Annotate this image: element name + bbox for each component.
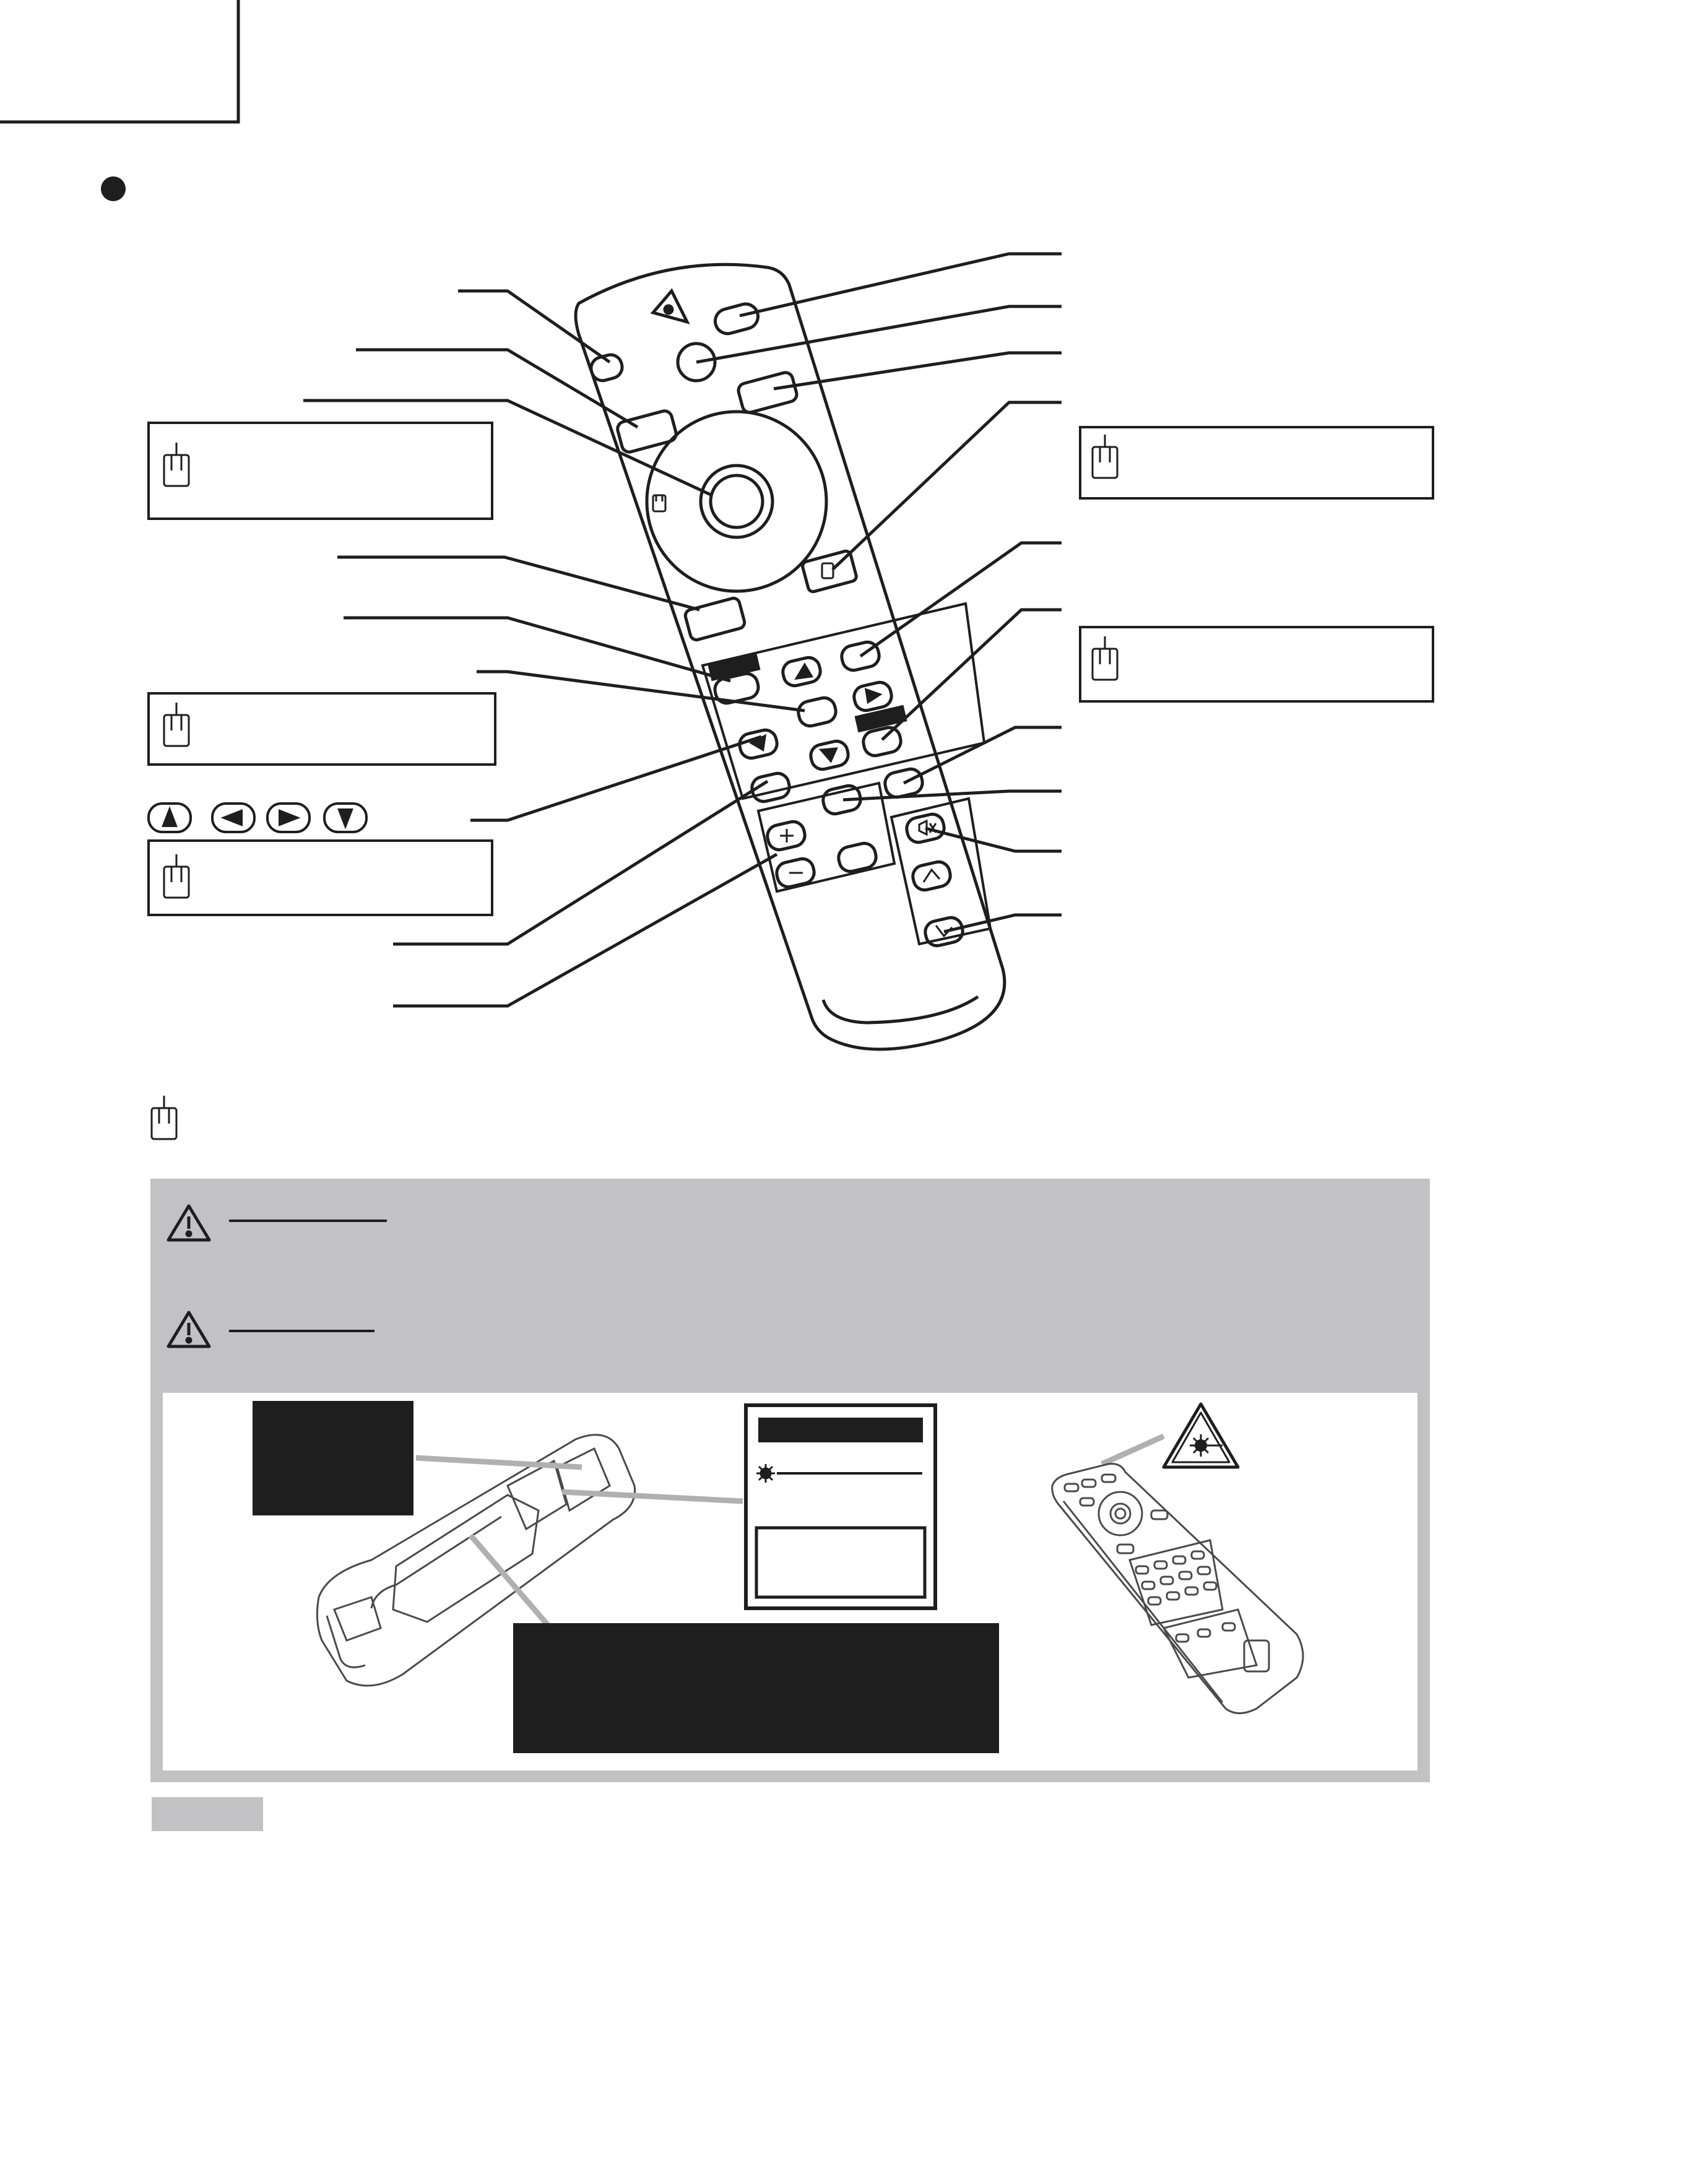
callout-standby	[458, 289, 611, 364]
laser-label-header	[758, 1418, 923, 1442]
right-button[interactable]	[852, 680, 893, 713]
callout-arrows	[470, 735, 762, 822]
note-box-keystone	[1079, 626, 1434, 703]
remote-rear-illustration	[316, 1434, 636, 1687]
mouse-icon	[1091, 636, 1119, 681]
leader-laser-mark	[1101, 1433, 1165, 1467]
note-boxes	[147, 422, 1434, 916]
callout-search	[337, 555, 700, 612]
laser-label-inner-box	[755, 1526, 927, 1599]
note-tab	[152, 1797, 263, 1831]
mouse-icon	[163, 854, 190, 899]
callout-laser-indicator	[696, 305, 1062, 364]
laser-hazard-icon	[1162, 1402, 1240, 1469]
menu-button[interactable]	[712, 672, 760, 706]
mouse-icon	[821, 562, 834, 579]
callout-disk-pad	[303, 399, 713, 497]
arrow-left-icon	[748, 734, 767, 752]
laser-caution-label	[744, 1403, 937, 1610]
battery-label-block	[513, 1623, 999, 1753]
arrow-right-icon	[279, 809, 301, 826]
callout-reset	[859, 541, 1062, 658]
up-button[interactable]	[781, 656, 822, 688]
legend-left-key	[211, 802, 256, 833]
laser-emitter-icon	[650, 288, 690, 324]
arrow-down-icon	[337, 808, 353, 830]
note-box-arrows	[147, 839, 493, 916]
remote-body	[574, 262, 1006, 1051]
arrow-keys-legend	[147, 802, 368, 833]
mouse-icon	[150, 1096, 178, 1140]
callout-keystone	[881, 608, 1062, 741]
remote-inner-outline	[821, 995, 979, 1025]
rgb-button[interactable]	[737, 371, 799, 414]
warning-triangle-icon	[167, 1311, 211, 1348]
callout-right-click	[831, 401, 1062, 571]
disk-pad-center-inner	[709, 474, 764, 529]
legend-up-key	[147, 802, 192, 833]
callout-video	[356, 348, 639, 429]
down-button[interactable]	[808, 739, 850, 771]
legend-right-key	[266, 802, 311, 833]
note-box-enter	[147, 692, 496, 766]
arrow-left-icon	[220, 809, 243, 826]
callout-lines	[303, 252, 1062, 1008]
callout-laser	[739, 252, 1062, 318]
callout-auto	[393, 779, 769, 946]
leader-label	[561, 1489, 743, 1504]
reset-button[interactable]	[839, 640, 881, 672]
note-box-right-click	[1079, 426, 1434, 500]
volume-panel	[889, 797, 992, 946]
legend-down-key	[323, 802, 368, 833]
aperture-label-block	[253, 1401, 413, 1515]
leader-aperture	[415, 1455, 582, 1470]
callout-enter	[477, 670, 805, 713]
keystone-label-bar	[854, 704, 907, 733]
callout-rgb	[773, 351, 1062, 391]
page-number-tab	[0, 0, 240, 124]
mouse-icon	[1091, 435, 1119, 479]
disk-pad-ring[interactable]	[645, 410, 828, 593]
menu-label-bar	[708, 653, 761, 682]
volume-up-icon	[922, 868, 941, 883]
video-button[interactable]	[616, 409, 678, 454]
magnify-panel	[756, 781, 896, 893]
callout-menu	[344, 616, 731, 683]
note-box-disk-pad	[147, 422, 493, 520]
mouse-icon	[652, 494, 667, 513]
section-bullet	[101, 176, 126, 201]
callout-freeze	[902, 726, 1062, 785]
disk-pad-center[interactable]	[699, 464, 774, 539]
laser-indicator-button[interactable]	[676, 342, 717, 383]
mouse-icon	[163, 443, 190, 487]
magnify-minus-button[interactable]	[774, 857, 816, 889]
callout-volume-down	[943, 913, 1062, 934]
arrow-up-icon	[794, 662, 814, 680]
mute-button[interactable]	[904, 812, 946, 844]
enter-button[interactable]	[796, 696, 838, 728]
standby-on-button[interactable]	[589, 352, 625, 383]
blank-button[interactable]	[821, 784, 862, 816]
laser-button[interactable]	[712, 301, 761, 337]
plus-icon	[780, 829, 794, 843]
remote-front-illustration	[1051, 1463, 1304, 1714]
laser-starburst-icon	[756, 1464, 775, 1483]
mouse-icon	[163, 703, 190, 747]
magnify-off-button[interactable]	[836, 841, 878, 873]
callout-mute	[925, 826, 1062, 853]
callout-magnify	[393, 852, 778, 1008]
arrow-up-icon	[162, 806, 178, 827]
leader-battery	[468, 1533, 550, 1627]
left-button[interactable]	[737, 728, 779, 760]
arrow-down-icon	[818, 747, 839, 763]
callout-blank	[842, 789, 1062, 802]
magnify-plus-button[interactable]	[765, 820, 807, 852]
keystone-button[interactable]	[861, 726, 902, 758]
volume-up-button[interactable]	[911, 860, 952, 892]
right-click-button[interactable]	[801, 549, 858, 594]
arrow-right-icon	[864, 688, 883, 704]
search-button[interactable]	[683, 596, 747, 642]
warning-triangle-icon	[167, 1204, 211, 1242]
